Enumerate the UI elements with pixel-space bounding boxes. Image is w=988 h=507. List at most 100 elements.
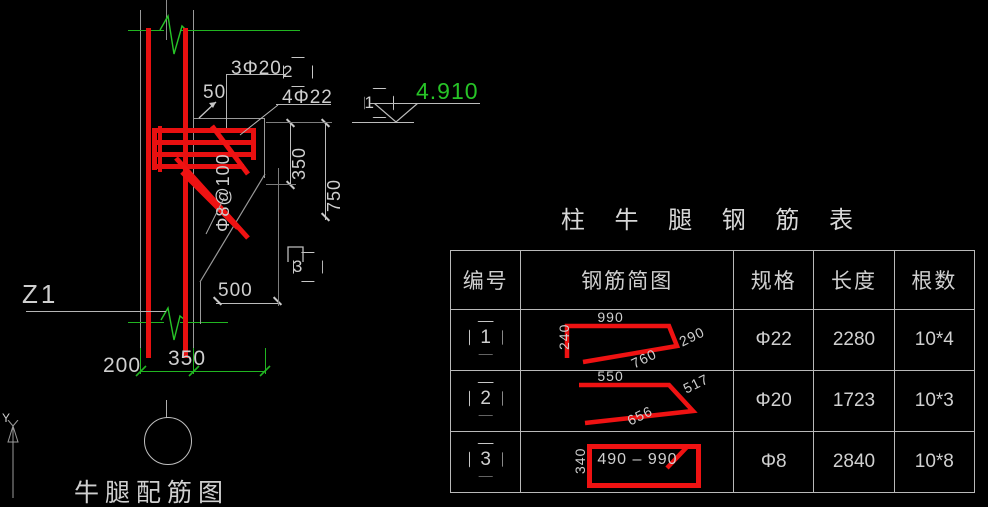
cell-count-1: 10*4 (893, 309, 976, 371)
rebar-corbel-h4 (152, 164, 244, 169)
cell-shape-2: 550 517 656 (520, 368, 735, 432)
label-dim-200: 200 (103, 354, 142, 377)
cell-spec-3: Φ8 (733, 431, 815, 493)
dim-750-vertical-line (325, 122, 326, 220)
shape-1-dim-a: 240 (556, 323, 573, 350)
elevation-line-upper (370, 103, 480, 104)
rebar-column-vertical-right (183, 28, 188, 358)
axis-arrow-icon (7, 420, 19, 498)
dim-bottom-ext-b (193, 348, 194, 374)
label-dim-350-vertical: 350 (289, 146, 309, 180)
rebar-column-vertical-left (146, 28, 151, 358)
section-circle-icon (144, 417, 192, 465)
dim-ext-line-mid (266, 184, 296, 185)
elevation-triangle-icon (373, 103, 419, 123)
header-spec: 规格 (733, 250, 815, 310)
corbel-lower-col-edge (200, 282, 201, 324)
cell-spec-2: Φ20 (733, 370, 815, 432)
callout-ring-3: 3 (292, 252, 323, 282)
dim-500-line (216, 303, 278, 304)
callout-ring-2: 2 (283, 57, 313, 87)
break-zigzag-top (159, 14, 187, 55)
leader-z1-line (26, 311, 166, 312)
shape-2-dim-a: 550 (597, 368, 624, 384)
callout-ring-2-number: 2 (283, 62, 293, 81)
label-cover-50: 50 (203, 82, 227, 103)
label-elevation: 4.910 (416, 78, 479, 104)
shape-3-dim-a: 340 (572, 447, 589, 474)
table-header-row: 编号 钢筋简图 规格 长度 根数 (449, 250, 976, 310)
rebar-bottom-slant (180, 170, 240, 230)
dim-bottom-line (140, 371, 266, 372)
rebar-stub-left-a (158, 126, 162, 172)
rebar-corbel-h2 (152, 140, 256, 145)
cell-no-1: 1 (449, 309, 522, 371)
cell-count-3: 10*8 (893, 431, 976, 493)
column-outline-left (140, 10, 141, 360)
cell-spec-1: Φ22 (733, 309, 815, 371)
rebar-diagonal-corbel (210, 124, 250, 176)
elevation-line-lower (352, 122, 414, 123)
cell-count-2: 10*3 (893, 370, 976, 432)
table-row: 1 240 990 290 760 Φ22 2280 10*4 (449, 309, 976, 371)
cell-length-1: 2280 (813, 309, 895, 371)
break-line-top-right (180, 30, 300, 31)
header-shape: 钢筋简图 (520, 250, 735, 310)
cell-no-2: 2 (449, 370, 522, 432)
leader-3f20-drop (226, 74, 227, 128)
dim-bottom-ticks (135, 365, 271, 377)
dim-bottom-ext-a (140, 348, 141, 374)
shape-1-dim-b: 990 (597, 309, 624, 325)
drawing-caption: 牛腿配筋图 (74, 478, 230, 507)
label-4f22: 4Φ22 (282, 87, 333, 108)
leader-4f22-horizontal (276, 104, 331, 105)
cell-length-2: 1723 (813, 370, 895, 432)
leader-cover-arrow (198, 101, 217, 119)
rebar-schedule-table: 编号 钢筋简图 规格 长度 根数 1 240 990 (449, 250, 976, 493)
dim-500-ext-right (278, 168, 279, 306)
label-column-tag: Z1 (22, 279, 59, 309)
cell-length-3: 2840 (813, 431, 895, 493)
break-line-bottom-right (180, 322, 228, 323)
header-no: 编号 (449, 250, 522, 310)
break-zigzag-bottom (160, 306, 186, 341)
rebar-shape-diagram-1 (565, 323, 681, 365)
cell-no-3: 3 (449, 431, 522, 493)
table-row: 2 550 517 656 Φ20 1723 10*3 (449, 368, 976, 432)
rebar-shape-diagram-2 (579, 382, 699, 426)
label-axis-y: Y (2, 411, 12, 425)
rebar-shape-stirrup-3 (587, 444, 702, 488)
label-dim-350-horizontal: 350 (168, 347, 207, 370)
corbel-top-edge (193, 118, 265, 119)
section-circle-stem (166, 400, 167, 418)
rebar-corbel-hook-left (152, 128, 157, 170)
leader-4f22-slope (239, 104, 279, 136)
section-mark-icon (287, 246, 304, 262)
rebar-stirrup-hook-3 (665, 445, 690, 470)
dim-bottom-ext-c (265, 348, 266, 374)
row-2-number: 2 (480, 387, 491, 409)
dim-350-vertical-line (290, 122, 291, 186)
row-1-number: 1 (480, 326, 491, 348)
header-length: 长度 (813, 250, 895, 310)
rebar-corbel-h1 (152, 128, 256, 133)
callout-ring-3-number: 3 (292, 257, 303, 276)
shape-3-dim-b: 490 – 990 (597, 451, 678, 468)
header-count: 根数 (893, 250, 976, 310)
label-dim-500: 500 (218, 280, 253, 301)
corbel-right-edge (264, 118, 265, 178)
leader-3f20-horizontal (226, 74, 286, 75)
row-3-number: 3 (480, 448, 491, 470)
table-row: 3 340 490 – 990 Φ8 2840 10*8 (449, 431, 976, 493)
table-title: 柱 牛 腿 钢 筋 表 (560, 206, 865, 234)
corbel-slope-edge (199, 173, 266, 283)
cell-shape-3: 340 490 – 990 (520, 431, 735, 493)
dim-ext-line-top (266, 122, 332, 123)
label-3f20: 3Φ20 (231, 58, 282, 79)
label-dim-750-vertical: 750 (324, 178, 344, 212)
cell-shape-1: 240 990 290 760 (520, 309, 735, 371)
rebar-corbel-h3 (152, 152, 256, 157)
leader-stirrup-line (205, 197, 225, 235)
callout-ring-1-number: 1 (364, 88, 394, 118)
